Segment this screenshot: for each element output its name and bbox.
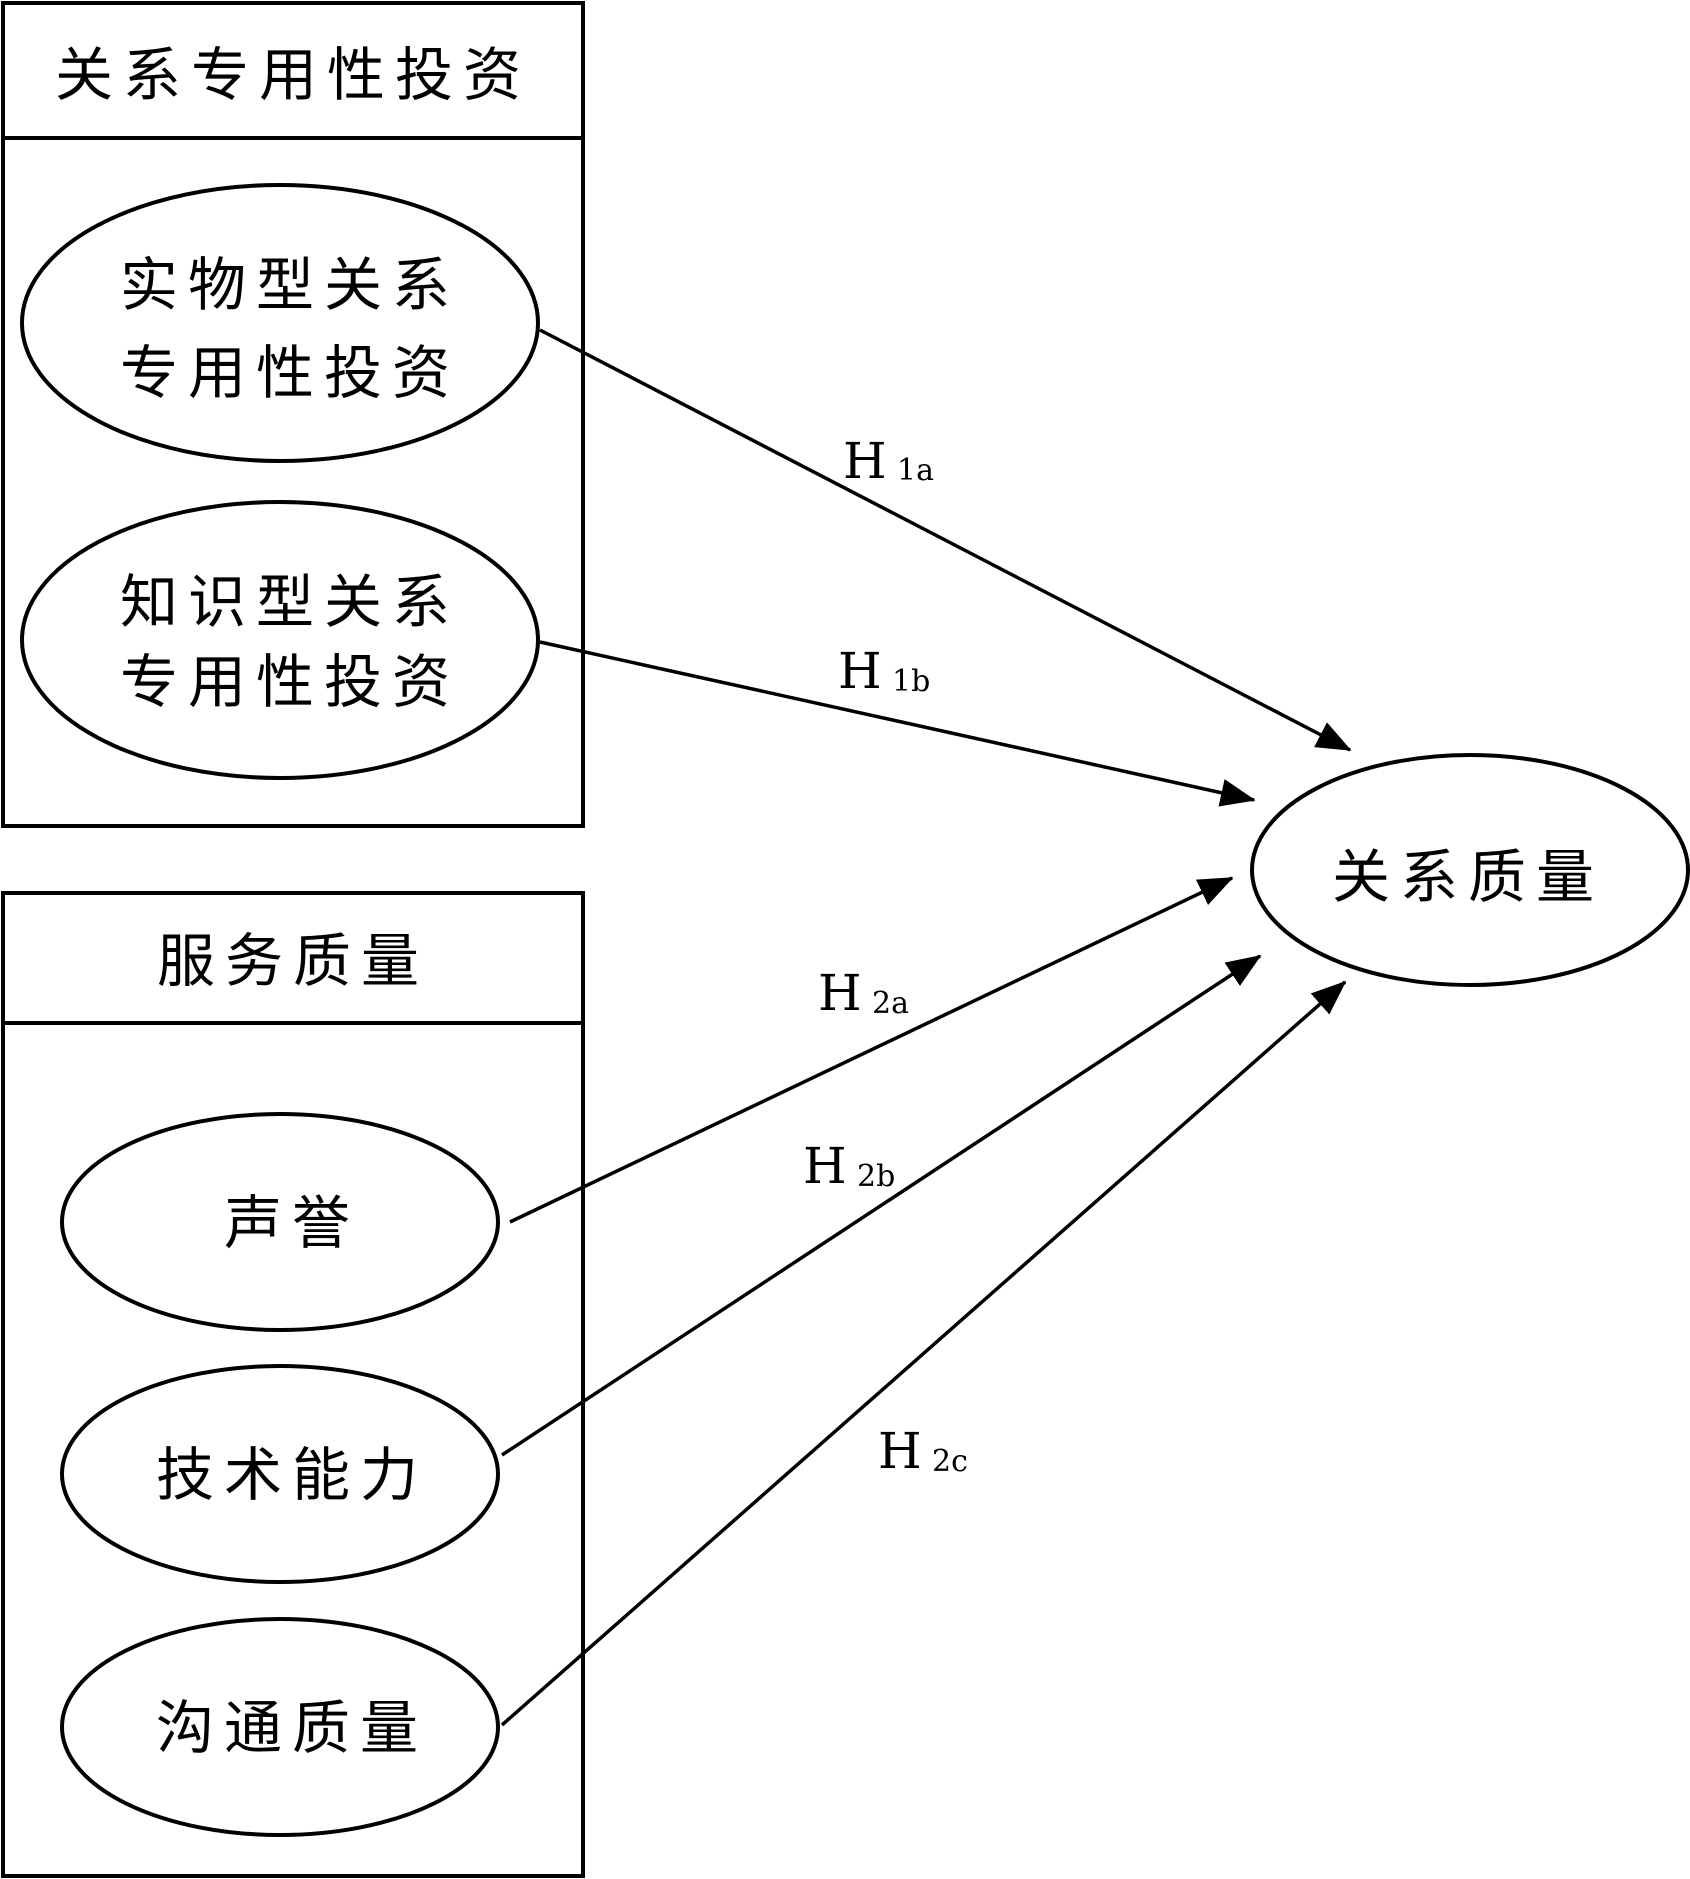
node-knowledge-investment-line2: 专用性投资 — [120, 648, 460, 716]
label-h1b-sub: 1b — [892, 664, 930, 699]
label-h2c-main: H — [878, 1422, 922, 1480]
label-h1b: H 1b — [838, 642, 930, 700]
service-group: 服务质量 声誉 技术能力 沟通质量 — [1, 891, 585, 1878]
edge-h2a — [509, 876, 1234, 1224]
label-h1a: H 1a — [843, 432, 934, 490]
label-h1a-main: H — [843, 432, 887, 490]
edge-h1a — [539, 328, 1352, 752]
edge-h2b — [501, 954, 1262, 1457]
node-reputation-label: 声誉 — [224, 1189, 360, 1257]
node-technical-capability-label: 技术能力 — [156, 1441, 428, 1509]
label-h2a: H 2a — [818, 964, 909, 1022]
label-h2c: H 2c — [878, 1422, 968, 1480]
label-h2b-main: H — [803, 1137, 847, 1195]
label-h2a-sub: 2a — [872, 986, 909, 1021]
investment-group: 关系专用性投资 实物型关系 专用性投资 知识型关系 专用性投资 — [1, 1, 585, 828]
node-relationship-quality-label: 关系质量 — [1332, 843, 1604, 911]
label-h1a-sub: 1a — [897, 453, 934, 488]
node-technical-capability — [60, 1364, 500, 1584]
investment-group-title: 关系专用性投资 — [55, 41, 531, 109]
label-h1b-main: H — [838, 642, 882, 700]
node-knowledge-investment — [20, 500, 540, 780]
service-group-title: 服务质量 — [157, 927, 429, 995]
label-h2c-sub: 2c — [932, 1444, 968, 1479]
label-h2a-main: H — [818, 964, 862, 1022]
label-h2b: H 2b — [803, 1137, 895, 1195]
edge-h2c — [500, 980, 1347, 1727]
node-physical-investment — [20, 183, 540, 463]
label-h2b-sub: 2b — [857, 1159, 895, 1194]
node-communication-quality — [60, 1617, 500, 1837]
node-reputation — [60, 1112, 500, 1332]
node-knowledge-investment-line1: 知识型关系 — [120, 568, 460, 636]
node-physical-investment-line1: 实物型关系 — [120, 251, 460, 319]
edge-h1b — [539, 640, 1256, 807]
node-communication-quality-label: 沟通质量 — [156, 1694, 428, 1762]
node-relationship-quality — [1250, 753, 1690, 987]
node-physical-investment-line2: 专用性投资 — [120, 339, 460, 407]
